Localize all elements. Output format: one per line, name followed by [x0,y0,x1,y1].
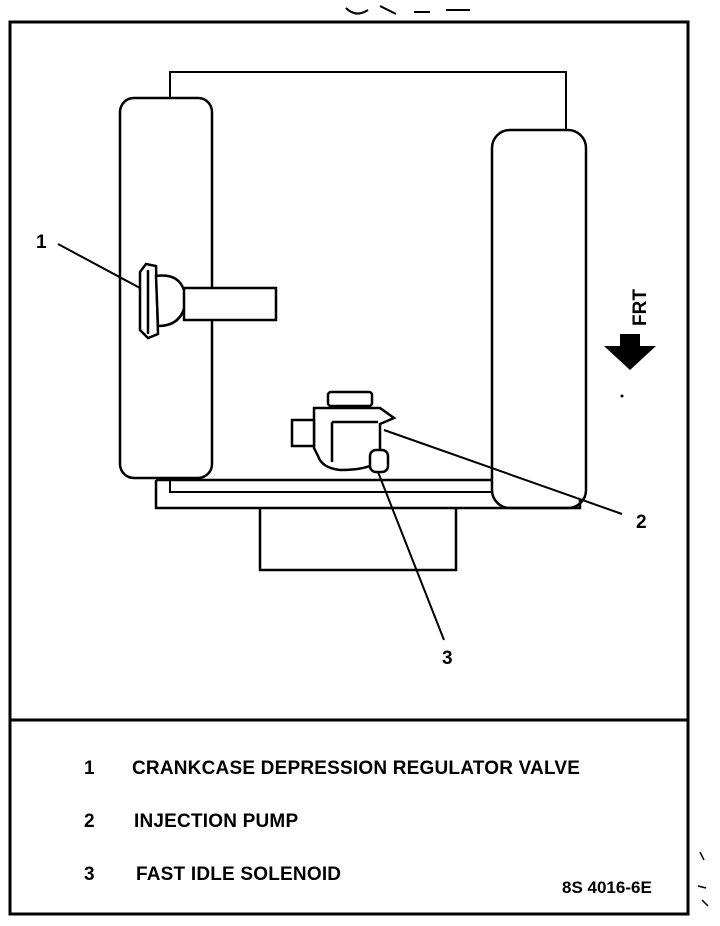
leader-line-1 [57,243,141,289]
legend-label: FAST IDLE SOLENOID [136,864,342,885]
oil-pan [258,508,458,572]
legend-number: 2 [84,811,95,832]
legend-number: 3 [84,864,95,885]
leader-line-2 [383,429,623,515]
callout-number-3: 3 [442,648,453,669]
base-plate [154,478,582,510]
leader-lines [57,243,623,641]
front-direction-label: FRT [630,289,651,326]
legend-label: INJECTION PUMP [134,811,299,832]
callout-number-1: 1 [36,232,47,253]
down-arrow-icon [604,334,656,370]
scan-speck [620,394,624,398]
top-scan-marks [345,5,470,15]
right-cylinder-bank [490,128,588,510]
injection-pump [290,390,397,474]
diagram-frame [8,20,690,916]
edge-scan-marks [697,851,709,907]
legend-label: CRANKCASE DEPRESSION REGULATOR VALVE [132,758,581,779]
legend-number: 1 [84,758,95,779]
cdr-valve [138,262,278,340]
callout-number-2: 2 [636,512,647,533]
figure-id: 8S 4016-6E [562,878,652,897]
leader-line-3 [377,471,445,641]
